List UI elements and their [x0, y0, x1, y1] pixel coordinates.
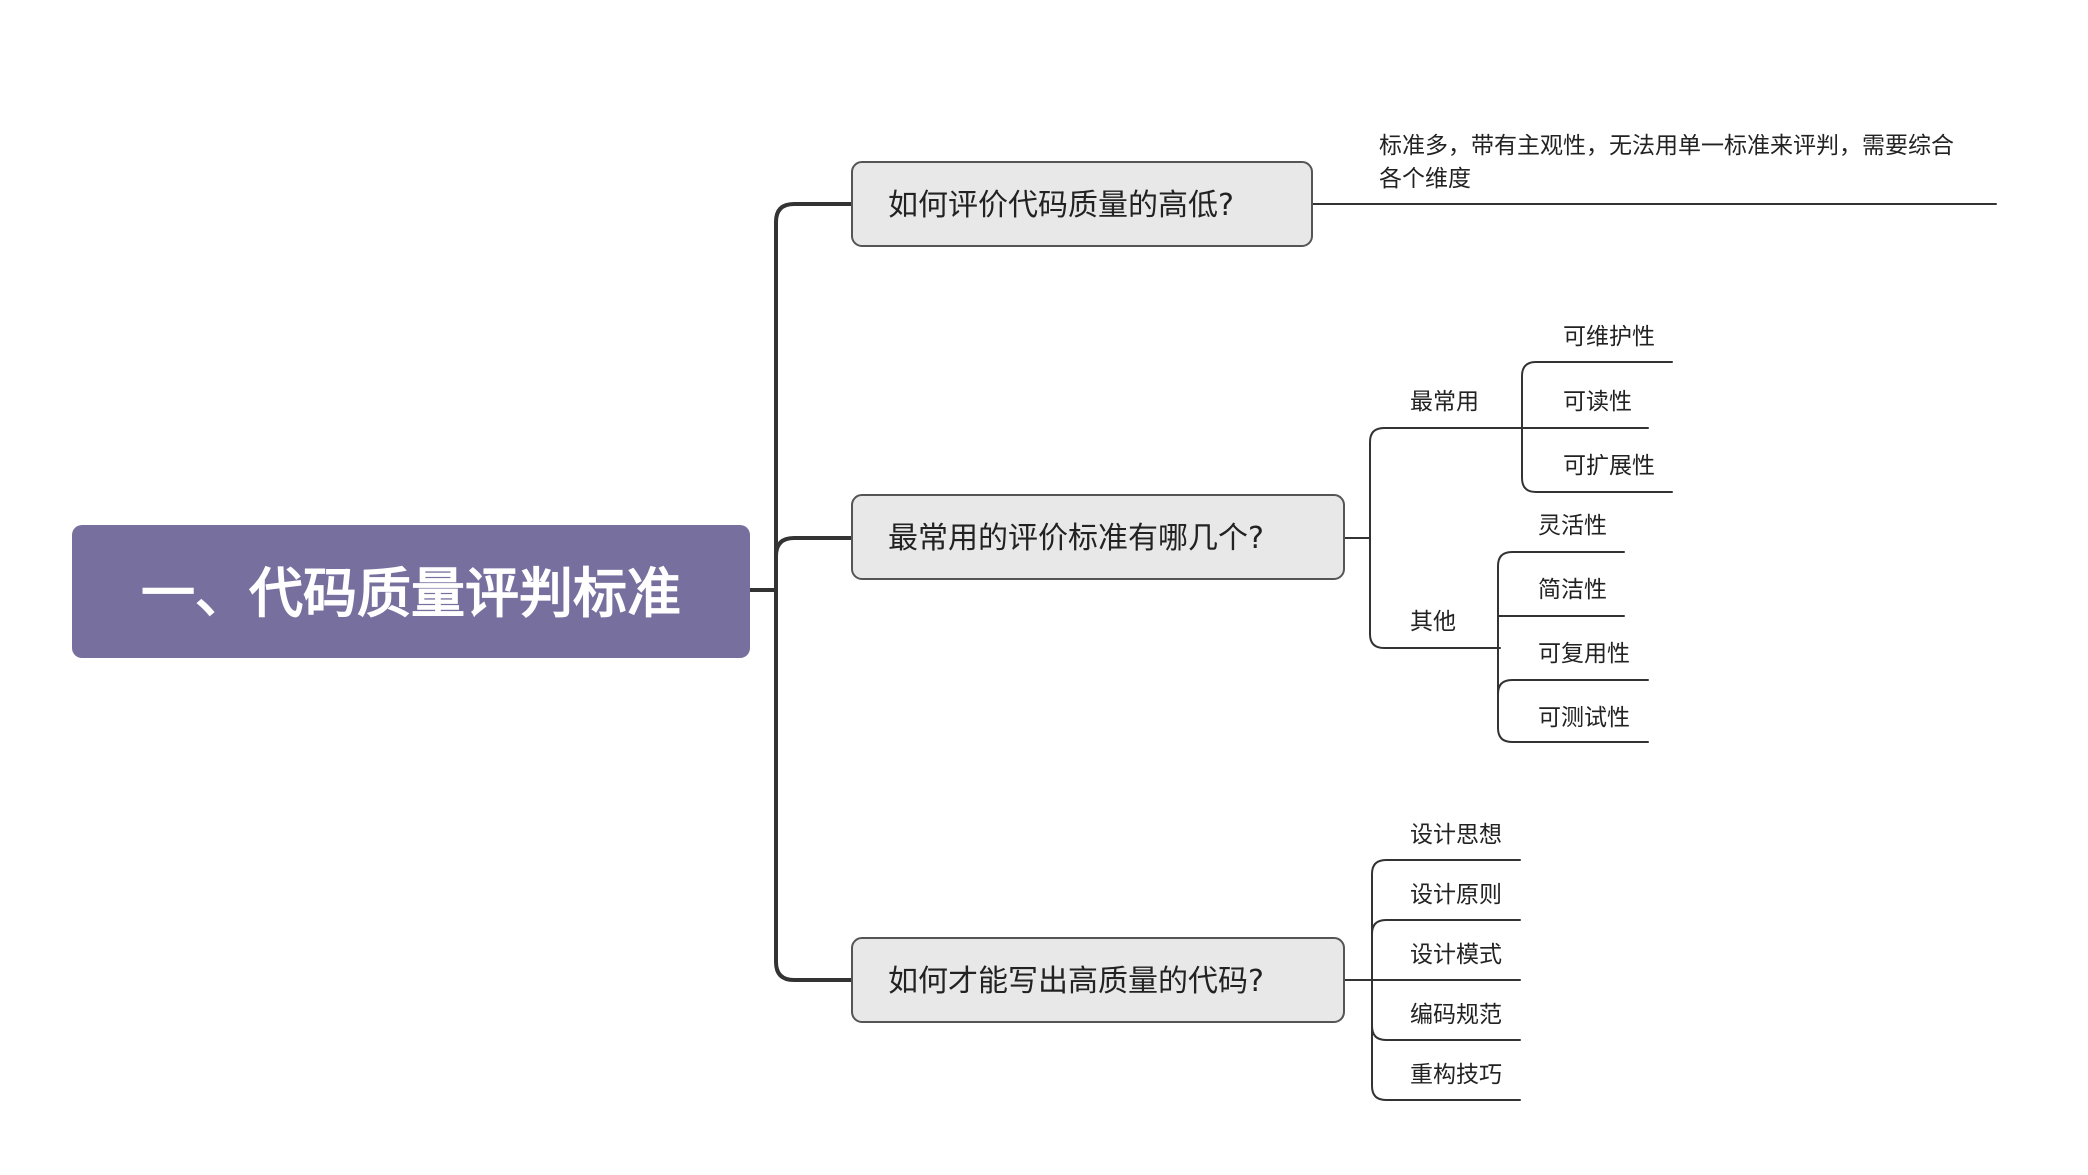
branch-label-2: 最常用的评价标准有哪几个? [888, 521, 1264, 556]
group-label-other[interactable]: 其他 [1410, 609, 1456, 635]
leaf-item[interactable]: 编码规范 [1410, 1002, 1502, 1028]
branch-box-2 [851, 494, 1345, 580]
leaf-item[interactable]: 可维护性 [1563, 324, 1655, 350]
leaf-item[interactable]: 可复用性 [1538, 641, 1630, 667]
connector-g2-line-2 [1497, 679, 1649, 695]
leaf-item[interactable]: 可读性 [1563, 389, 1632, 415]
connector-trunk [774, 202, 854, 982]
branch-node-2[interactable]: 最常用的评价标准有哪几个? [851, 494, 1345, 580]
connectors [748, 202, 1997, 1101]
leaf-item[interactable]: 可测试性 [1538, 705, 1630, 731]
leaf-item[interactable]: 设计原则 [1410, 882, 1502, 908]
root-box [72, 525, 750, 658]
group-label-most-used[interactable]: 最常用 [1410, 389, 1479, 415]
leaf-item[interactable]: 简洁性 [1538, 577, 1607, 603]
leaf-item[interactable]: 可扩展性 [1563, 453, 1655, 479]
leaf-item[interactable]: 重构技巧 [1410, 1062, 1502, 1088]
branch-node-3[interactable]: 如何才能写出高质量的代码? [851, 937, 1345, 1023]
connector-b2-split [1369, 427, 1501, 649]
root-label: 一、代码质量评判标准 [141, 562, 681, 625]
branch-note-line-1: 标准多，带有主观性，无法用单一标准来评判，需要综合 [1379, 133, 1954, 159]
leaf-item[interactable]: 设计思想 [1410, 822, 1502, 848]
branch-node-1[interactable]: 如何评价代码质量的高低? [851, 161, 1313, 247]
root-node[interactable]: 一、代码质量评判标准 [72, 525, 750, 658]
branch-box-3 [851, 937, 1345, 1023]
connector-b3-line-2 [1371, 919, 1521, 935]
branch-label-3: 如何才能写出高质量的代码? [888, 964, 1264, 999]
connector-g2-bracket [1497, 551, 1649, 743]
branch-note-line-2: 各个维度 [1379, 166, 1471, 192]
connector-branch-2 [774, 536, 854, 558]
leaf-item[interactable]: 灵活性 [1538, 513, 1607, 539]
leaf-item[interactable]: 设计模式 [1410, 942, 1502, 968]
branch-box-1 [851, 161, 1313, 247]
connector-b3-line-4 [1371, 1025, 1521, 1041]
branch-label-1: 如何评价代码质量的高低? [888, 188, 1234, 223]
